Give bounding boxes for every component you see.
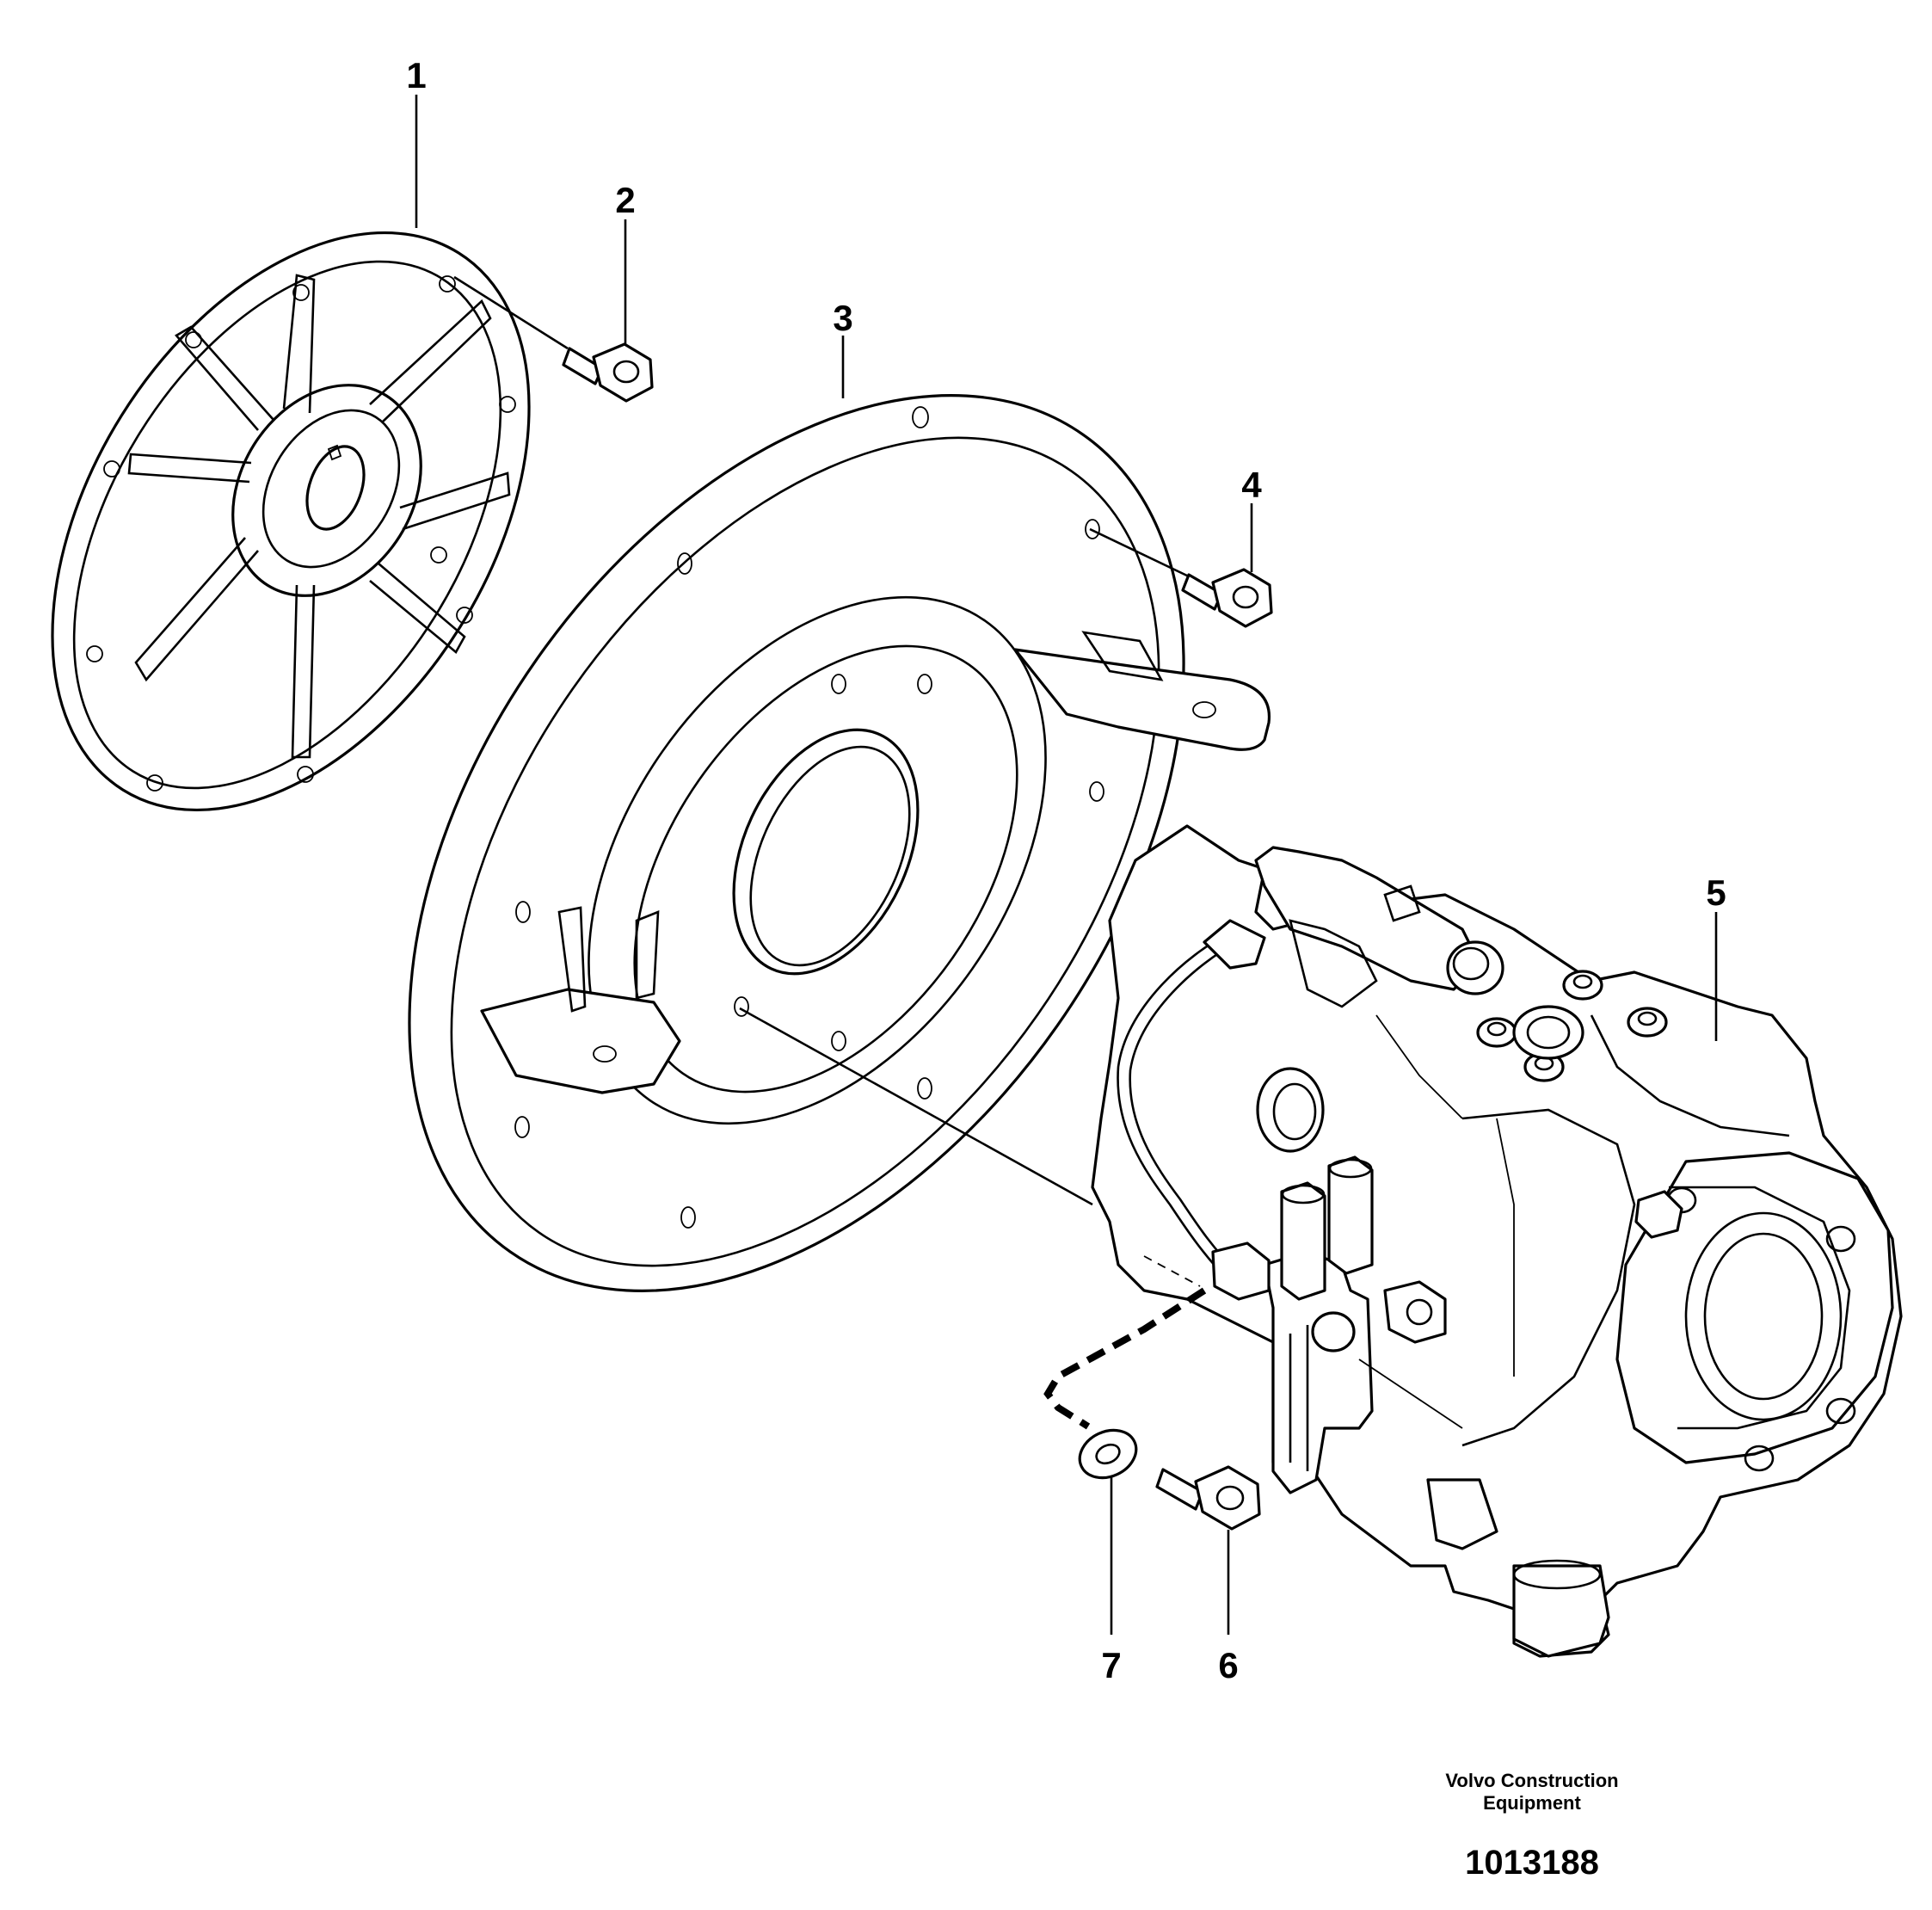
manufacturer-line-2: Equipment	[1483, 1792, 1581, 1814]
callout-5: 5	[1706, 872, 1726, 913]
manufacturer-label: Volvo Construction Equipment	[1420, 1770, 1644, 1814]
callout-6: 6	[1218, 1645, 1238, 1685]
callout-2: 2	[615, 180, 635, 220]
part-6-bolt	[1155, 1465, 1261, 1531]
part-3-adapter-housing	[408, 394, 1271, 1292]
part-5-hydraulic-pump	[1091, 824, 1903, 1658]
drawing-number: 1013188	[1465, 1844, 1599, 1882]
pump-cap-screws	[1476, 970, 1668, 1082]
part-7-washer	[1078, 1428, 1138, 1480]
part-4-bolt	[1181, 568, 1273, 628]
callout-1: 1	[406, 55, 426, 96]
callout-leaders	[415, 95, 1718, 1635]
callout-labels: 1 2 3 4 5 6 7	[406, 55, 1726, 1685]
manufacturer-line-1: Volvo Construction	[1445, 1770, 1619, 1791]
callout-4: 4	[1241, 465, 1262, 505]
part-2-bolt	[562, 342, 654, 403]
callout-7: 7	[1101, 1645, 1121, 1685]
part-1-cover-disc	[51, 231, 531, 812]
assembly-lines	[453, 275, 1207, 1430]
callout-3: 3	[833, 298, 852, 338]
